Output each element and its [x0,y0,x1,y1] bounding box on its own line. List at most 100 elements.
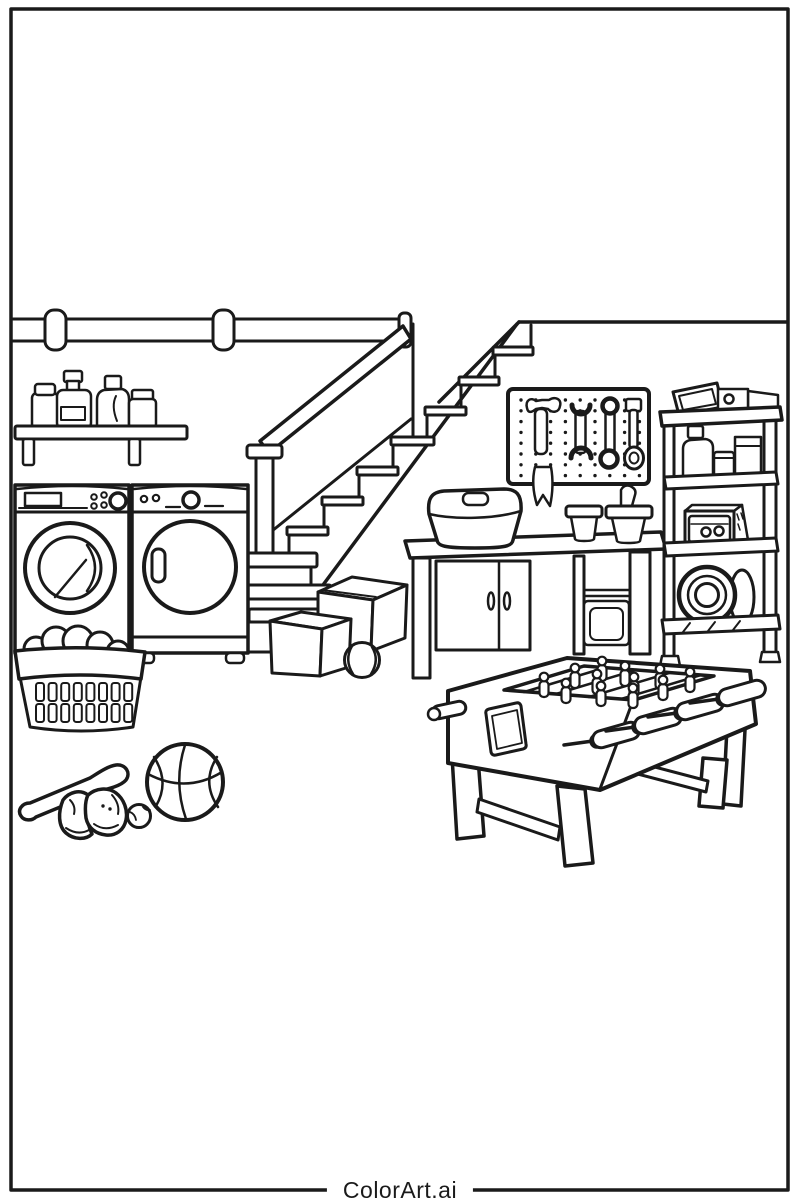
sneakers [57,787,129,841]
peg-hole [534,463,538,467]
foosball-player [657,674,669,702]
jar [127,397,158,430]
peg-hole [548,419,553,424]
stair-tread [457,375,501,387]
peg-hole [548,463,553,467]
peg-hole [563,409,568,413]
handrail [258,324,413,455]
shelf-board [662,536,780,558]
stair-tread [355,465,400,477]
storage-shelving [658,381,784,668]
bin-handle-slot [461,491,490,507]
bench-leg [628,550,652,656]
basket-slat [72,703,83,723]
peg-hole [519,419,523,424]
peg-hole [563,473,568,478]
peg-hole [519,463,523,467]
washing-machine [13,483,131,655]
laundry-basket [13,624,147,733]
peg-hole [593,398,597,402]
basketball [145,742,225,822]
box-wrench-icon [598,396,620,470]
foosball-player [684,666,696,694]
peg-hole [519,441,523,445]
shelving-top-board [658,405,784,428]
peg-hole [637,473,642,478]
peg-hole [622,441,627,445]
peg-hole [563,441,568,445]
basket-slat [85,703,96,723]
basket-slat [60,682,71,702]
stair-railing [245,324,413,562]
stair-tread [320,495,365,507]
peg-hole [563,452,568,456]
jar [30,391,60,431]
storage-bin [426,487,523,550]
peg-hole [593,441,597,445]
stair-tread [491,345,535,357]
peg-hole [519,409,523,413]
dryer [130,483,250,665]
peg-hole [593,430,597,435]
peg-hole [563,398,568,402]
staircase [270,322,535,591]
peg-hole [563,419,568,424]
peg-hole [548,452,553,456]
cabinet [434,559,532,652]
spoon-tool-icon [623,397,645,471]
peg-hole [593,463,597,467]
newel-cap [245,443,284,460]
foosball-player [627,682,639,710]
hanging-ribbon [532,465,554,508]
dryer-door [142,519,238,615]
sneaker [57,790,94,841]
cup [610,516,647,545]
workbench [403,530,668,680]
peg-hole [548,430,553,435]
wall-shelf [13,369,189,467]
basket-slat [123,703,134,723]
stair-tread [285,525,330,537]
coiled-hose [676,564,756,626]
washer-display [23,491,63,508]
pipe-coupling [211,308,236,352]
rod-handles [562,678,767,750]
peg-hole [519,473,523,478]
pipe-coupling [43,308,68,352]
foosball-player [560,677,572,705]
basket-slat [98,682,108,702]
basket-slat [98,703,108,723]
cup [569,515,599,543]
cabinet-handle [502,591,512,611]
left-rod [426,699,468,722]
bench-leg [411,556,432,680]
shelf-board [660,613,782,636]
basket-slats [35,682,134,723]
shelf1-items [681,424,763,479]
ceiling-pipe [11,308,413,352]
basket-slat [47,682,58,702]
peg-hole [608,473,612,478]
basket-rim [13,646,147,681]
peg-hole [563,430,568,435]
shelf-board [662,470,780,491]
basket-slat [35,703,45,723]
dryer-knob [181,490,201,510]
table-leg [555,784,595,868]
peg-hole [578,398,582,402]
peg-hole [519,430,523,435]
peg-hole [519,452,523,456]
peg-hole [622,419,627,424]
foosball-player [538,671,550,699]
utility-cups [564,484,654,545]
basket-slat [47,703,58,723]
peg-hole [519,398,523,402]
peg-hole [622,430,627,435]
brand-wordmark: ColorArt.ai [326,1176,474,1200]
ceiling-lines [411,320,789,438]
playfield-players [538,655,696,710]
cardboard-boxes [268,575,409,678]
detergent-label [60,406,86,421]
stair-stringer [318,322,519,591]
wrench-icon [568,402,594,461]
